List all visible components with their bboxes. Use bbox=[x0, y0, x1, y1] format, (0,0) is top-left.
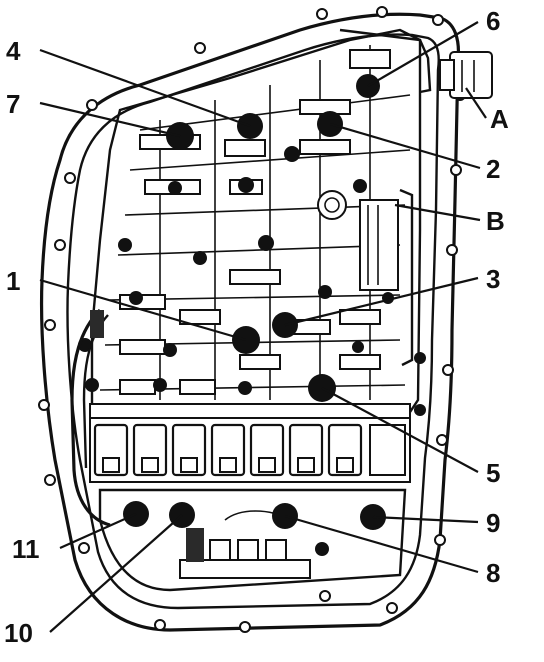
leader-8 bbox=[284, 514, 479, 574]
callout-9: 9 bbox=[486, 508, 500, 538]
callout-5: 5 bbox=[486, 458, 500, 488]
leader-3 bbox=[284, 276, 479, 327]
callout-6: 6 bbox=[486, 6, 500, 36]
callout-8: 8 bbox=[486, 558, 500, 588]
callout-labels: 1 2 3 4 5 6 7 8 9 10 11 A B bbox=[4, 6, 509, 648]
callout-2: 2 bbox=[486, 154, 500, 184]
leader-6 bbox=[367, 21, 479, 87]
leader-1 bbox=[39, 278, 247, 342]
spool-valves bbox=[119, 99, 381, 395]
leader-4 bbox=[39, 48, 251, 128]
callout-A: A bbox=[490, 104, 509, 134]
callout-11: 11 bbox=[12, 534, 40, 564]
housing-outline bbox=[38, 6, 466, 633]
callout-B: B bbox=[486, 206, 505, 236]
solenoid-bank bbox=[89, 403, 411, 483]
callout-7: 7 bbox=[6, 89, 20, 119]
leader-2 bbox=[329, 122, 481, 170]
callout-1: 1 bbox=[6, 266, 20, 296]
lower-filter-section bbox=[98, 488, 407, 592]
leader-9 bbox=[372, 515, 479, 524]
leader-B bbox=[394, 203, 481, 222]
electrical-connector bbox=[439, 51, 493, 99]
wiring-harness bbox=[70, 308, 111, 527]
callout-4: 4 bbox=[6, 36, 21, 66]
leader-10 bbox=[49, 514, 183, 633]
leader-5 bbox=[321, 387, 479, 473]
leader-7 bbox=[39, 101, 181, 138]
leader-11 bbox=[59, 512, 137, 550]
leader-lines bbox=[39, 21, 487, 633]
leader-A bbox=[465, 87, 487, 119]
callout-3: 3 bbox=[486, 264, 500, 294]
callout-10: 10 bbox=[4, 618, 33, 648]
